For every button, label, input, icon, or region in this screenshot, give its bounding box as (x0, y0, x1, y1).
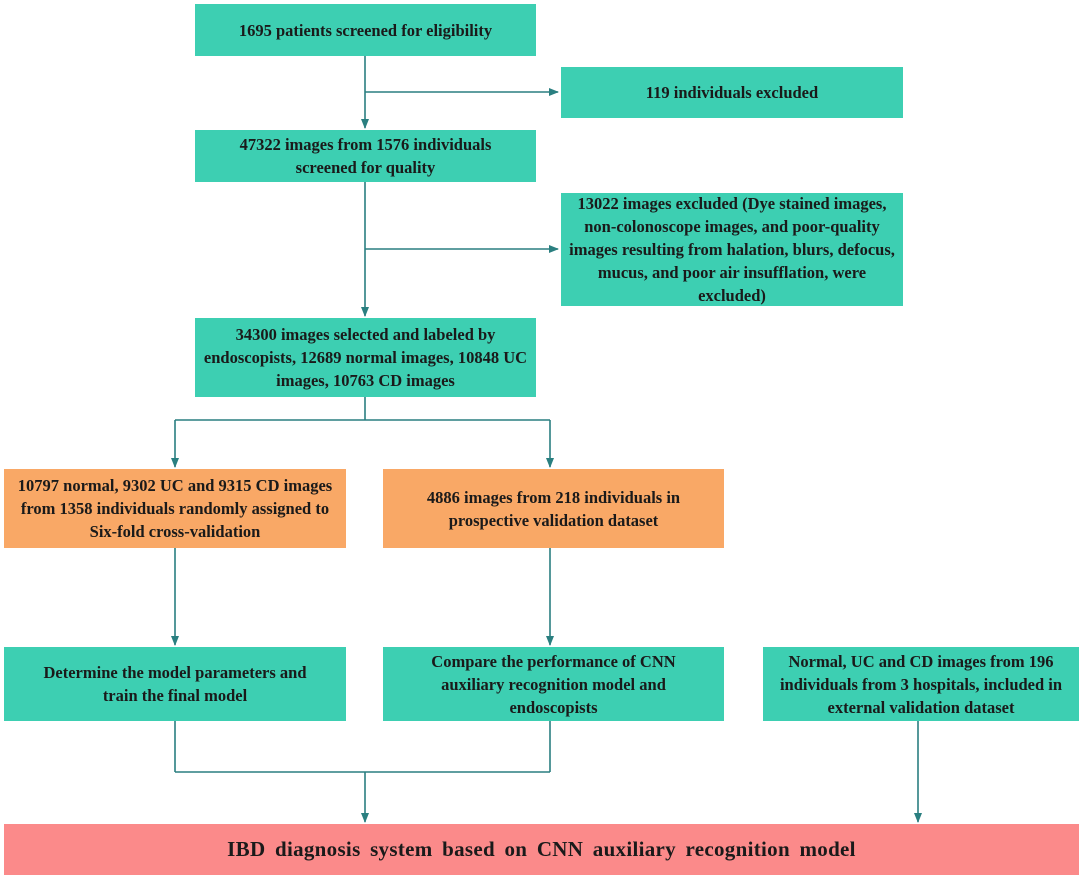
compare-text: Compare the performance of CNN auxiliary… (431, 651, 676, 717)
quality-screen-box: 47322 images from 1576 individuals scree… (195, 130, 536, 182)
prospective-box: 4886 images from 218 individuals in pros… (383, 469, 724, 548)
cross-validation-text: 10797 normal, 9302 UC and 9315 CD images… (17, 476, 333, 541)
screened-box: 1695 patients screened for eligibility (195, 4, 536, 56)
cross-validation-box: 10797 normal, 9302 UC and 9315 CD images… (4, 469, 346, 548)
excluded-individuals-box: 119 individuals excluded (561, 67, 903, 118)
screened-text: 1695 patients screened for eligibility (238, 20, 493, 40)
selected-box: 34300 images selected and labeled by end… (195, 318, 536, 397)
selected-text: 34300 images selected and labeled by end… (203, 325, 528, 390)
excluded-images-box: 13022 images excluded (Dye stained image… (561, 193, 903, 306)
excluded-images-text: 13022 images excluded (Dye stained image… (569, 194, 895, 305)
model-params-box: Determine the model parameters and train… (4, 647, 346, 721)
excluded-individuals-text: 119 individuals excluded (645, 83, 819, 102)
prospective-text: 4886 images from 218 individuals in pros… (426, 487, 681, 530)
quality-screen-text: 47322 images from 1576 individuals scree… (239, 135, 492, 177)
external-text: Normal, UC and CD images from 196 indivi… (779, 651, 1063, 717)
external-box: Normal, UC and CD images from 196 indivi… (763, 647, 1079, 721)
final-system-box: IBD diagnosis system based on CNN auxili… (4, 824, 1079, 875)
final-system-text: IBD diagnosis system based on CNN auxili… (227, 837, 856, 861)
model-params-text: Determine the model parameters and train… (43, 663, 307, 705)
compare-box: Compare the performance of CNN auxiliary… (383, 647, 724, 721)
